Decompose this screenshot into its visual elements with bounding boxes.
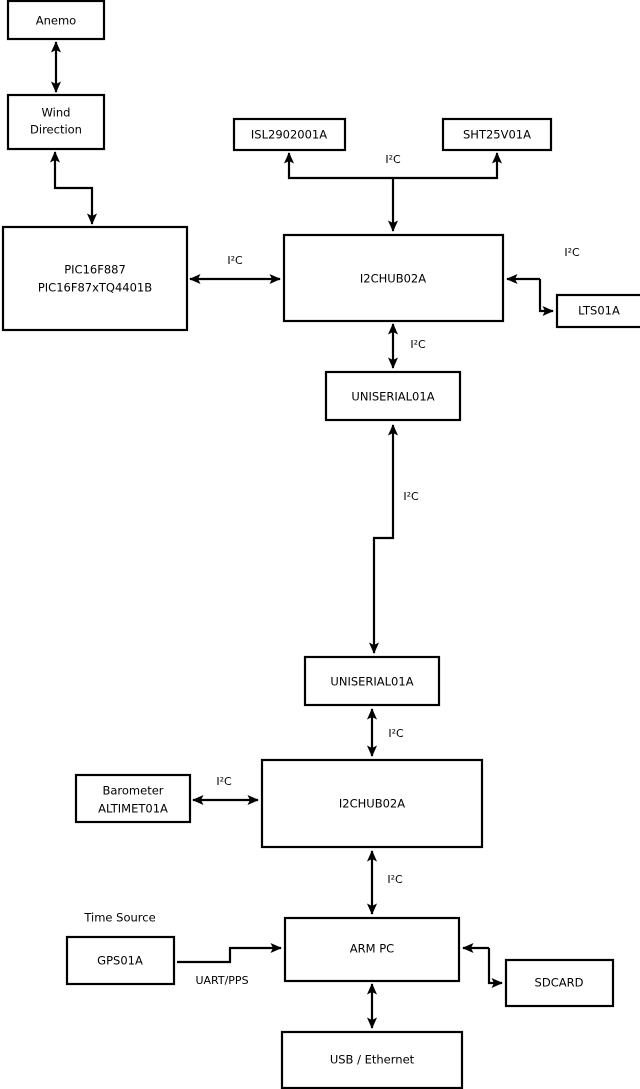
node-arm-pc-label: ARM PC: [350, 942, 394, 956]
node-barometer-box[interactable]: [74, 773, 192, 824]
node-pic-mcu-label-line1: PIC16F887: [64, 263, 126, 277]
node-pic-mcu-box[interactable]: [1, 225, 189, 332]
edge-gps-armpc: [177, 942, 282, 964]
edge-label-isl-sht-bus: I²C: [385, 153, 401, 166]
edge-label-uniserialbot-hub: I²C: [388, 727, 404, 740]
node-i2chub02a-top-label: I2CHUB02A: [360, 272, 426, 286]
node-wind-direction-box[interactable]: [6, 93, 106, 151]
node-pic-mcu-label-line2: PIC16F87xTQ4401B: [38, 281, 152, 295]
node-barometer-label-line2: ALTIMET01A: [98, 802, 168, 816]
node-lts01a-label: LTS01A: [578, 304, 620, 318]
node-uniserial01a-top-label: UNISERIAL01A: [351, 390, 434, 404]
edge-wind-pic: [49, 151, 98, 225]
node-barometer-label-line1: Barometer: [102, 784, 163, 798]
node-i2chub02a-bottom-box[interactable]: [260, 758, 484, 849]
node-usb-ethernet-box[interactable]: [280, 1030, 464, 1089]
node-gps01a-label: GPS01A: [97, 954, 143, 968]
edge-label-barometer-hub: I²C: [216, 775, 232, 788]
node-isl2902001a[interactable]: ISL2902001A: [232, 117, 347, 152]
node-uniserial01a-bottom[interactable]: UNISERIAL01A: [303, 655, 441, 707]
node-anemo-label: Anemo: [36, 14, 76, 28]
node-i2chub02a-bottom[interactable]: I2CHUB02A: [260, 758, 484, 849]
node-pic-mcu[interactable]: PIC16F887 PIC16F87xTQ4401B: [1, 225, 189, 332]
edge-label-gps-armpc: UART/PPS: [195, 974, 248, 987]
node-sht25v01a[interactable]: SHT25V01A: [441, 117, 553, 152]
node-i2chub02a-bottom-label: I2CHUB02A: [339, 797, 405, 811]
node-wind-direction-label-line2: Direction: [30, 123, 82, 137]
node-usb-ethernet[interactable]: USB / Ethernet: [280, 1030, 464, 1089]
node-anemo-box[interactable]: [6, 0, 106, 41]
node-wind-direction[interactable]: Wind Direction: [6, 93, 106, 151]
edge-label-hub-armpc: I²C: [387, 873, 403, 886]
node-barometer[interactable]: Barometer ALTIMET01A: [74, 773, 192, 824]
node-i2chub02a-top[interactable]: I2CHUB02A: [282, 233, 505, 323]
node-uniserial01a-bottom-box[interactable]: [303, 655, 441, 707]
node-sdcard-box[interactable]: [504, 958, 615, 1008]
edge-hubtop-lts-out: [538, 279, 554, 317]
edge-label-hub-uniserial-top: I²C: [410, 338, 426, 351]
node-lts01a[interactable]: LTS01A: [555, 293, 640, 329]
node-sdcard-label: SDCARD: [535, 976, 584, 990]
node-arm-pc[interactable]: ARM PC: [283, 916, 461, 983]
node-sdcard[interactable]: SDCARD: [504, 958, 615, 1008]
edge-label-uniserial-link: I²C: [403, 490, 419, 503]
node-arm-pc-box[interactable]: [283, 916, 461, 983]
node-gps01a[interactable]: GPS01A: [65, 935, 176, 986]
edge-hubtop-bus-isl: [283, 152, 393, 180]
node-lts01a-box[interactable]: [555, 293, 640, 329]
node-usb-ethernet-label: USB / Ethernet: [330, 1053, 415, 1067]
edge-armpc-sdcard-out: [487, 948, 503, 989]
node-anemo[interactable]: Anemo: [6, 0, 106, 41]
node-uniserial01a-bottom-label: UNISERIAL01A: [330, 675, 413, 689]
node-sht25v01a-box[interactable]: [441, 117, 553, 152]
node-i2chub02a-top-box[interactable]: [282, 233, 505, 323]
node-isl2902001a-box[interactable]: [232, 117, 347, 152]
node-sht25v01a-label: SHT25V01A: [463, 128, 531, 142]
node-uniserial01a-top-box[interactable]: [324, 370, 462, 422]
edge-label-hub-lts: I²C: [564, 246, 580, 259]
node-isl2902001a-label: ISL2902001A: [251, 128, 327, 142]
node-gps01a-box[interactable]: [65, 935, 176, 986]
label-time-source: Time Source: [83, 911, 155, 925]
node-uniserial01a-top[interactable]: UNISERIAL01A: [324, 370, 462, 422]
edge-uniserial-link: [368, 424, 399, 654]
edge-label-pic-hub: I²C: [227, 254, 243, 267]
node-wind-direction-label-line1: Wind: [42, 106, 71, 120]
edge-hubtop-bus-sht: [393, 152, 503, 180]
